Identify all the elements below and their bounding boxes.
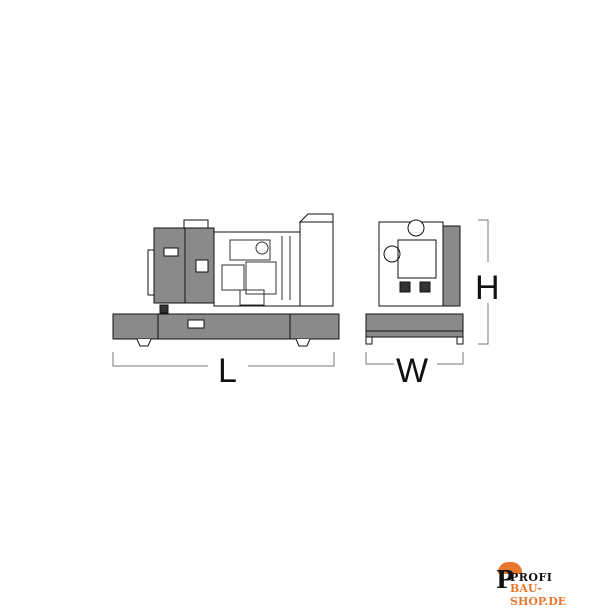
side-base — [112, 313, 340, 340]
front-view — [365, 219, 464, 345]
front-base — [365, 313, 464, 338]
side-radiator — [299, 221, 334, 307]
width-label: W — [396, 352, 428, 390]
hard-hat-icon — [498, 562, 522, 574]
logo-line1: PROFI — [510, 571, 553, 584]
brand-logo: P PROFI BAU-SHOP.DE — [490, 562, 595, 608]
dimension-lines — [112, 219, 489, 367]
logo-p-glyph: P — [496, 565, 515, 594]
side-engine — [213, 231, 301, 307]
side-view — [112, 213, 340, 347]
length-label: L — [218, 352, 237, 390]
front-radiator — [442, 225, 461, 307]
height-label: H — [475, 269, 500, 307]
logo-line2: BAU-SHOP.DE — [510, 582, 567, 608]
